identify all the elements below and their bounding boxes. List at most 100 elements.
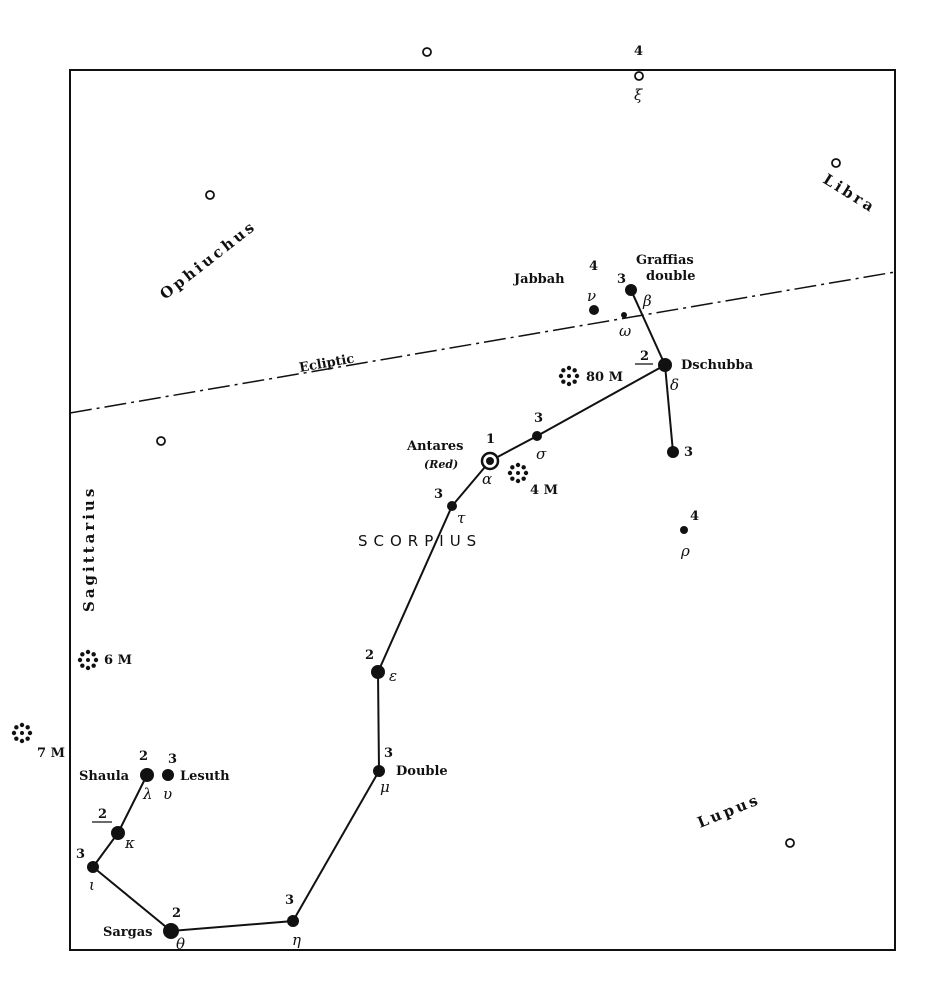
cluster-m4-icon (507, 462, 529, 484)
eta-greek: η (292, 931, 301, 949)
star-dschubba (658, 358, 672, 372)
star-rho (680, 526, 688, 534)
ecliptic-label: Ecliptic (298, 351, 355, 375)
field-star-open (831, 158, 841, 168)
lesuth-greek: υ (163, 785, 172, 803)
shaula-greek: λ (142, 785, 153, 803)
sargas-greek: θ (176, 935, 185, 953)
star-omega (621, 312, 627, 318)
graffias-mag: 3 (617, 272, 626, 287)
shaula-name: Shaula (79, 769, 130, 784)
cluster-dot (561, 379, 566, 384)
epsilon-mag: 2 (365, 648, 374, 663)
star-shaula (140, 768, 154, 782)
jabbah-name: Jabbah (513, 272, 565, 287)
constellation-line-body (91, 364, 666, 933)
cluster-m6-icon (77, 649, 99, 671)
eta-mag: 3 (285, 893, 294, 908)
cluster-dot (515, 462, 521, 468)
cluster-dot (572, 368, 577, 373)
dschubba-greek: δ (670, 376, 679, 394)
antares-greek: α (482, 470, 492, 488)
field-star-open (422, 47, 432, 57)
sargas-mag: 2 (172, 906, 181, 921)
antares-name: Antares (406, 439, 463, 454)
field-star-open (205, 190, 215, 200)
rho-mag: 4 (690, 509, 699, 524)
cluster-dot (80, 652, 85, 657)
star-eta (287, 915, 299, 927)
epsilon-greek: ε (389, 667, 397, 685)
cluster-center (516, 471, 520, 475)
sigma-mag: 3 (534, 411, 543, 426)
lupus-label: Lupus (695, 790, 763, 832)
star-graffias (625, 284, 637, 296)
field-star-open (785, 838, 795, 848)
star-mu (373, 765, 385, 777)
mu-mag: 3 (384, 746, 393, 761)
star-tau (447, 501, 457, 511)
cluster-dot (25, 736, 30, 741)
omega-greek: ω (619, 322, 631, 340)
cluster-dot (558, 373, 564, 379)
cluster-dot (510, 465, 515, 470)
cluster-dot (14, 725, 19, 730)
sargas-name: Sargas (103, 925, 153, 940)
sagittarius-label: Sagittarius (80, 486, 98, 612)
star-sigma (532, 431, 542, 441)
cluster-dot (515, 478, 521, 484)
libra-label: Libra (820, 170, 880, 217)
field-star-open (156, 436, 166, 446)
cluster-center (20, 731, 24, 735)
xi-mag: 4 (634, 44, 643, 59)
cluster-dot (77, 657, 83, 663)
cluster-dot (11, 730, 17, 736)
cluster-dot (14, 736, 19, 741)
star-pi (667, 446, 679, 458)
scorpius-title: SCORPIUS (358, 532, 482, 550)
cluster-dot (25, 725, 30, 730)
chart-frame (69, 69, 896, 951)
dschubba-name: Dschubba (681, 358, 754, 373)
cluster-dot (507, 470, 513, 476)
kappa-greek: κ (124, 834, 135, 852)
jabbah-mag: 4 (589, 259, 598, 274)
graffias-note: double (646, 269, 696, 284)
xi-greek: ξ (634, 86, 643, 104)
m7-label: 7 M (37, 746, 65, 761)
star-iota (87, 861, 99, 873)
lesuth-mag: 3 (168, 752, 177, 767)
cluster-center (86, 658, 90, 662)
mu-greek: μ (380, 778, 390, 796)
shaula-mag: 2 (139, 749, 148, 764)
cluster-dot (566, 381, 572, 387)
cluster-dot (19, 722, 25, 728)
m80-label: 80 M (586, 370, 623, 385)
cluster-dot (561, 368, 566, 373)
iota-mag: 3 (76, 847, 85, 862)
mu-name: Double (396, 764, 448, 779)
star-xi (634, 71, 644, 81)
star-lesuth (162, 769, 174, 781)
cluster-dot (91, 652, 96, 657)
jabbah-greek: ν (587, 287, 596, 305)
cluster-m80-icon (558, 365, 580, 387)
dschubba-mag: 2 (640, 349, 649, 364)
antares-core (486, 457, 494, 465)
graffias-greek: β (642, 292, 652, 310)
cluster-dot (510, 476, 515, 481)
cluster-dot (85, 665, 91, 671)
star-sargas (163, 923, 179, 939)
ophiuchus-label: Ophiuchus (156, 217, 260, 304)
pi-mag: 3 (684, 445, 693, 460)
antares-mag: 1 (486, 432, 495, 447)
cluster-dot (566, 365, 572, 371)
cluster-center (567, 374, 571, 378)
star-kappa (111, 826, 125, 840)
cluster-dot (572, 379, 577, 384)
ecliptic-line (69, 271, 896, 414)
cluster-dot (91, 663, 96, 668)
cluster-dot (521, 465, 526, 470)
m6-label: 6 M (104, 653, 132, 668)
